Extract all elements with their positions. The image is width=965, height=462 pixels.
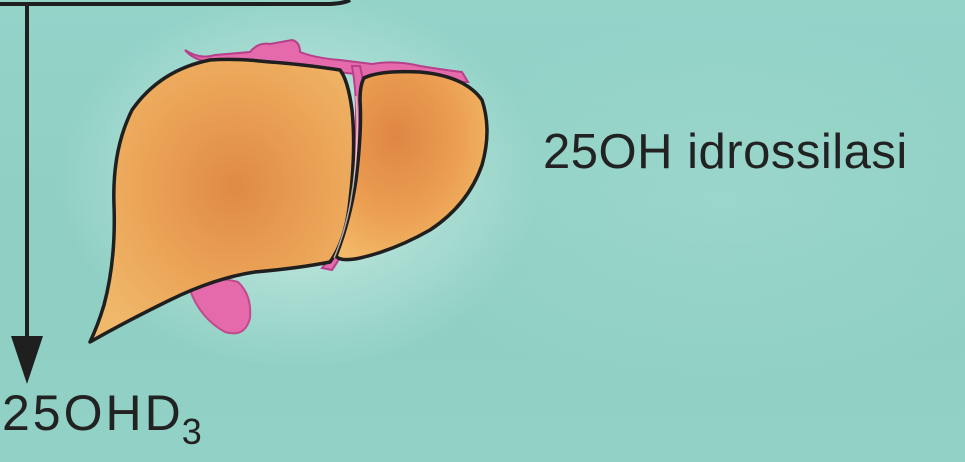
down-arrow-icon bbox=[11, 6, 43, 384]
enzyme-label: 25OH idrossilasi bbox=[543, 128, 908, 177]
top-border-line bbox=[0, 0, 350, 4]
product-label: 25OHD3 bbox=[2, 388, 202, 438]
product-base-text: 25OHD bbox=[2, 385, 184, 441]
product-subscript: 3 bbox=[182, 411, 202, 452]
liver-right-lobe bbox=[336, 72, 487, 260]
